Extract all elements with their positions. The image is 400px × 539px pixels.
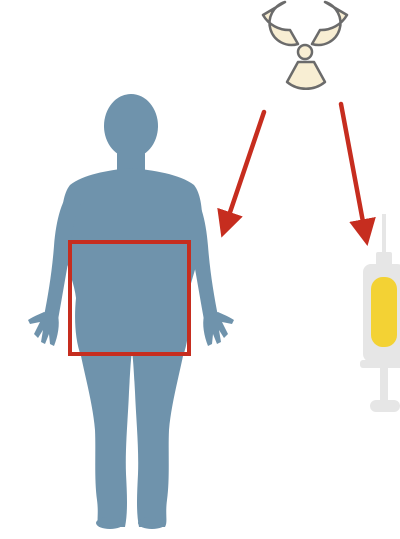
syringe-needle [382,214,386,254]
body-left-hand [28,312,59,346]
radiation-blade-left [263,2,298,45]
syringe-liquid [371,277,397,347]
arrow-to-syringe [341,104,366,238]
body-right-hand [203,312,234,346]
radiation-blade-bottom [287,62,325,89]
radiation-blade-right [312,2,347,45]
body-right-foot [138,517,166,529]
body-head [104,94,158,158]
syringe-plunger-thumb [370,400,400,412]
radiation-center [298,45,312,59]
syringe-icon [360,214,400,412]
body-left-foot [96,517,124,529]
radiation-icon [263,2,347,89]
body-torso-legs [62,168,203,527]
arrow-to-body [224,112,264,230]
syringe-hub [376,252,392,266]
syringe-plunger-rod [380,366,388,402]
human-body-silhouette [28,94,234,529]
